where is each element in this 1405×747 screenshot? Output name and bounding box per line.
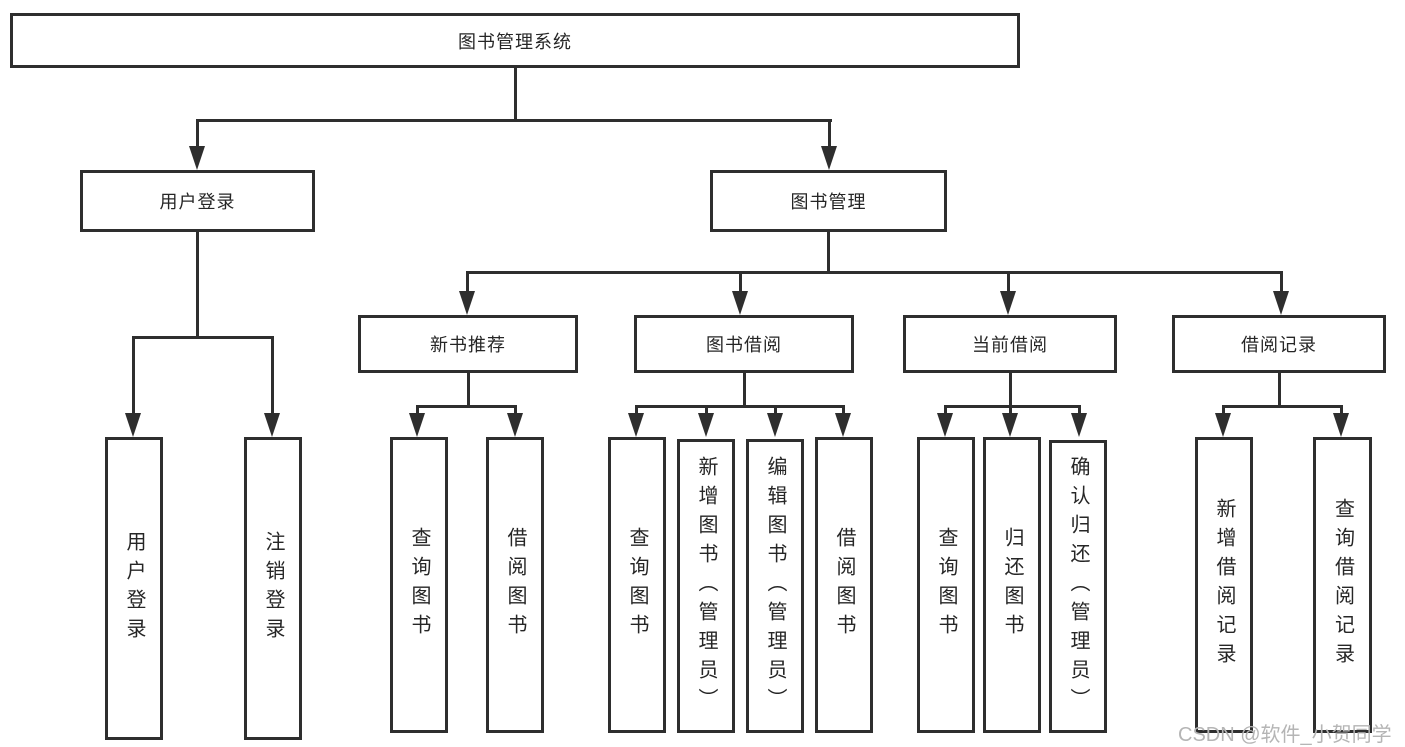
arrow-down-icon [409,413,425,437]
arrow-down-icon [1273,291,1289,315]
csdn-watermark: CSDN @软件_小贺同学 [1178,724,1392,746]
node-query-books-leaf: 查询图书 [608,437,666,733]
connector-line [467,373,470,408]
connector-line [743,373,746,408]
arrow-down-icon [264,413,280,437]
node-borrow-books-leaf: 借阅图书 [486,437,544,733]
arrow-down-icon [628,413,644,437]
arrow-down-icon [937,413,953,437]
arrow-down-icon [767,413,783,437]
node-current-borrow: 当前借阅 [903,315,1117,373]
node-query-books-leaf: 查询图书 [390,437,448,733]
node-user-login-leaf: 用户登录 [105,437,163,740]
connector-line [132,336,274,339]
connector-line [1009,373,1012,408]
connector-line [1280,271,1283,293]
connector-line [1278,373,1281,408]
node-edit-books-admin-leaf: 编辑图书（管理员） [746,439,804,733]
connector-line [1007,271,1010,293]
arrow-down-icon [125,413,141,437]
node-root: 图书管理系统 [10,13,1020,68]
arrow-down-icon [459,291,475,315]
connector-line [1222,405,1343,408]
node-add-books-admin-leaf: 新增图书（管理员） [677,439,735,733]
node-add-borrow-record-leaf: 新增借阅记录 [1195,437,1253,733]
connector-line [774,405,777,415]
connector-line [196,119,199,147]
node-new-book-recommend: 新书推荐 [358,315,578,373]
arrow-down-icon [1000,291,1016,315]
node-borrow-record: 借阅记录 [1172,315,1386,373]
node-return-books-leaf: 归还图书 [983,437,1041,733]
node-book-borrow: 图书借阅 [634,315,854,373]
connector-line [828,119,831,147]
connector-line [1078,405,1081,415]
arrow-down-icon [1002,413,1018,437]
connector-line [416,405,517,408]
connector-line [132,336,135,414]
connector-line [705,405,708,415]
arrow-down-icon [821,146,837,170]
connector-line [514,68,517,120]
connector-line [514,405,517,415]
node-query-borrow-record-leaf: 查询借阅记录 [1313,437,1372,733]
connector-line [416,405,419,415]
arrow-down-icon [835,413,851,437]
connector-line [196,119,832,122]
arrow-down-icon [1215,413,1231,437]
arrow-down-icon [698,413,714,437]
connector-line [271,336,274,414]
node-confirm-return-admin-leaf: 确认归还（管理员） [1049,440,1107,733]
connector-line [1222,405,1225,415]
connector-line [827,232,830,273]
connector-line [1340,405,1343,415]
connector-line [1009,405,1012,415]
connector-line [466,271,1282,274]
connector-line [196,232,199,339]
arrow-down-icon [732,291,748,315]
connector-line [635,405,638,415]
arrow-down-icon [1333,413,1349,437]
node-book-management: 图书管理 [710,170,947,232]
arrow-down-icon [189,146,205,170]
node-query-books-leaf: 查询图书 [917,437,975,733]
connector-line [842,405,845,415]
node-borrow-books-leaf: 借阅图书 [815,437,873,733]
connector-line [944,405,947,415]
arrow-down-icon [1071,413,1087,437]
connector-line [466,271,469,293]
arrow-down-icon [507,413,523,437]
connector-line [739,271,742,293]
connector-line [635,405,845,408]
connector-line [944,405,1080,408]
node-user-login: 用户登录 [80,170,315,232]
node-logout-leaf: 注销登录 [244,437,302,740]
